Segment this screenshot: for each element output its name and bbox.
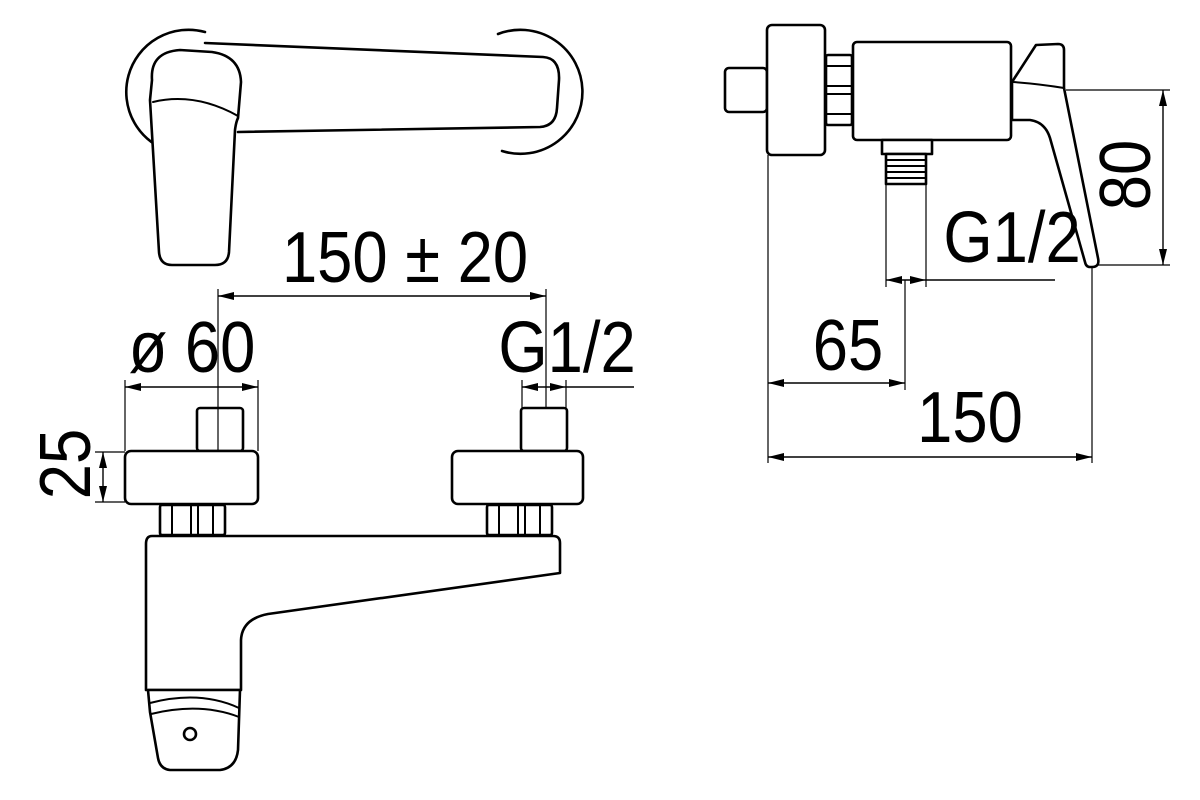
right-nut-outline: [485, 503, 554, 537]
mixer-body: [144, 534, 562, 692]
dimension-outlet-offset: 65: [768, 280, 906, 390]
top-view-lever-edge: [152, 98, 239, 117]
right-inlet-pipe: [519, 406, 569, 453]
height-label: 80: [1086, 140, 1166, 210]
spacing-label: 150 ± 20: [282, 218, 528, 298]
outlet-offset-label: 65: [813, 306, 883, 386]
left-nut-facets: [171, 505, 214, 535]
dimension-flange-depth: 25: [26, 429, 125, 503]
side-inlet-stub: [723, 66, 769, 114]
flange-depth-label: 25: [26, 429, 106, 499]
outlet-thread-lines: [886, 159, 926, 179]
side-nut-facets: [826, 65, 852, 115]
cartridge-hole: [182, 726, 198, 742]
side-wall-flange: [765, 23, 827, 157]
dimension-outlet-thread: G1/2: [886, 198, 1081, 284]
cartridge-band-bottom: [150, 707, 240, 718]
right-nut-facets: [498, 505, 541, 535]
right-wall-flange: [450, 449, 585, 506]
top-view-body: [203, 41, 561, 134]
top-view-lever: [148, 48, 243, 267]
dimension-depth: 150: [767, 155, 1093, 463]
cartridge-band-top: [149, 696, 240, 709]
right-nut: [485, 503, 554, 537]
left-wall-flange: [123, 449, 260, 506]
dimension-flange-diameter: ø 60: [124, 308, 259, 451]
dimension-inlet-thread: G1/2: [498, 308, 636, 408]
side-view: 80 G1/2 65 150: [723, 23, 1170, 463]
outlet-block: [880, 138, 934, 156]
outlet-thread: [884, 152, 928, 186]
side-lever-edge: [1012, 81, 1065, 89]
dimension-height: 80: [1066, 89, 1170, 266]
flange-diameter-label: ø 60: [129, 308, 256, 388]
depth-label: 150: [917, 378, 1023, 458]
left-nut-outline: [158, 503, 227, 537]
top-view: [125, 28, 584, 267]
side-lever: [1010, 42, 1100, 269]
mixer-cartridge: [146, 688, 242, 772]
outlet-thread-label: G1/2: [943, 198, 1080, 278]
front-view: 150 ± 20 ø 60 G1/2: [26, 218, 636, 772]
left-nut: [158, 503, 227, 537]
dimension-inlet-spacing: 150 ± 20: [217, 218, 547, 451]
inlet-thread-label: G1/2: [498, 308, 635, 388]
outlet-thread-outline: [884, 152, 928, 186]
side-nut: [824, 53, 854, 127]
side-mixer-body: [851, 40, 1013, 142]
left-inlet-pipe: [195, 406, 245, 453]
